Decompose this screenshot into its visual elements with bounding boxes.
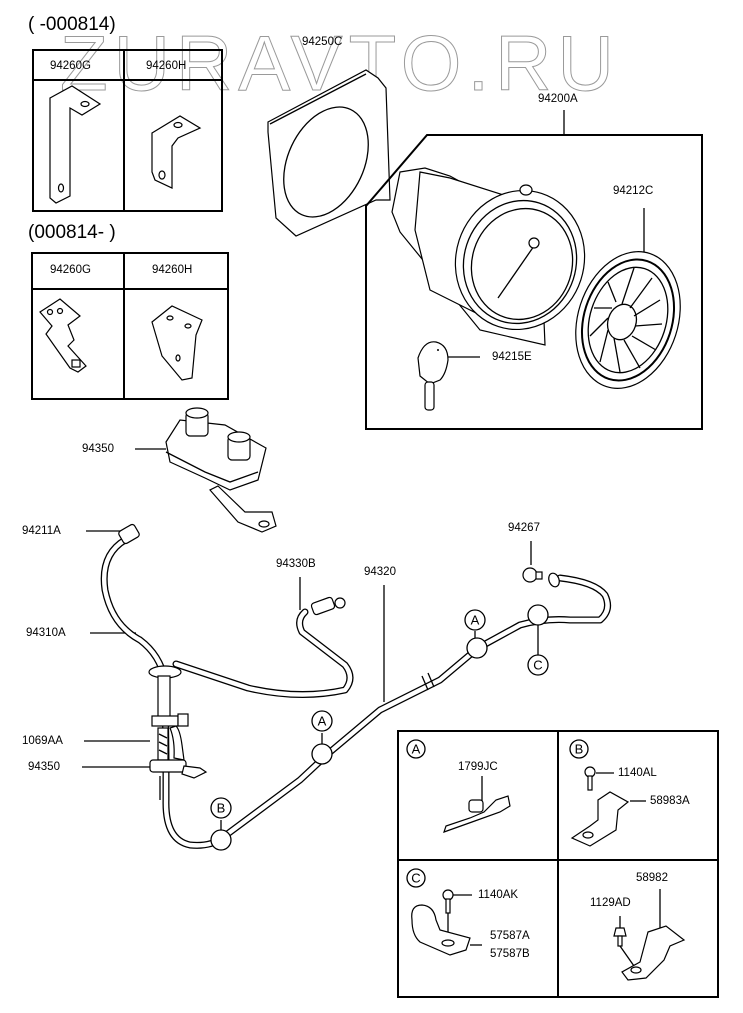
variant-2-table: 94260G 94260H [31, 252, 229, 400]
label-bolt: 1069AA [22, 735, 63, 747]
label-57587a: 57587A [490, 930, 530, 942]
hose-marker-a-right: A [464, 609, 488, 659]
detail-grid: A 1799JC B 1140AL 58983A [397, 730, 719, 998]
bezel-icon [267, 69, 391, 237]
label-cable-lower: 94310A [26, 627, 66, 639]
label-key: 94215E [492, 351, 532, 363]
label-cable-end: 94211A [22, 525, 61, 537]
label-58982: 58982 [636, 872, 668, 884]
speedometer-cable [100, 536, 612, 849]
svg-text:B: B [575, 742, 584, 757]
svg-text:C: C [533, 658, 542, 673]
label-adapter: 94267 [508, 522, 540, 534]
variant-1-part-g: 94260G [50, 60, 91, 72]
variant-2-header: (000814- ) [28, 222, 116, 243]
detail-box-b: B 1140AL 58983A [569, 739, 690, 847]
detail-box-d: 58982 1129AD [590, 872, 686, 981]
bolt-b-icon [584, 766, 596, 791]
gauge-assembly-box [365, 134, 703, 430]
hose-marker-b: B [210, 797, 232, 851]
dial-spokes [589, 267, 663, 373]
adapter-icon [522, 567, 560, 588]
bracket-h-new-icon [151, 305, 203, 381]
cable-tie-icon [443, 795, 511, 833]
p-clamp-icon [411, 904, 471, 956]
label-cable-main: 94320 [364, 566, 396, 578]
variant-1-header: ( -000814) [28, 14, 116, 35]
label-gauge-assembly: 94200A [538, 93, 578, 105]
sensor-unit-icon [165, 407, 277, 533]
gauge-icon [391, 167, 586, 346]
detail-box-a: A 1799JC [406, 739, 511, 833]
variant-1-part-h: 94260H [146, 60, 186, 72]
hose-marker-a-left: A [311, 710, 333, 765]
variant-2-part-g: 94260G [50, 264, 91, 276]
label-sensor-bottom: 94350 [28, 761, 60, 773]
bracket-g-icon [49, 85, 102, 204]
bracket-h-icon [151, 115, 202, 189]
label-1140al: 1140AL [618, 767, 657, 779]
variant-1-table: 94260G 94260H [32, 49, 223, 212]
screw-d-icon [613, 927, 635, 967]
hose-marker-c: C [527, 604, 549, 676]
cable-b-connector-icon [310, 596, 346, 616]
label-1129ad: 1129AD [590, 897, 631, 909]
variant-2-part-h: 94260H [152, 264, 192, 276]
label-57587b: 57587B [490, 948, 530, 960]
label-58983a: 58983A [650, 795, 690, 807]
clip-d-icon [621, 925, 686, 981]
svg-text:B: B [217, 801, 226, 816]
clip-b-icon [570, 791, 630, 847]
detail-box-c: C 1140AK 57587A 57587B [406, 868, 530, 960]
svg-text:A: A [318, 714, 327, 729]
mount-bracket-icon [148, 665, 208, 800]
label-1140ak: 1140AK [478, 889, 518, 901]
label-1799jc: 1799JC [458, 761, 498, 773]
svg-text:C: C [411, 871, 420, 886]
svg-text:A: A [471, 613, 480, 628]
label-sensor-top: 94350 [82, 443, 114, 455]
label-bezel: 94250C [302, 36, 342, 48]
dial-face-icon [575, 251, 681, 389]
cable-nut-icon [118, 523, 140, 545]
key-icon [417, 341, 449, 411]
label-dial: 94212C [613, 185, 653, 197]
svg-text:A: A [412, 742, 421, 757]
bracket-g-new-icon [39, 298, 87, 373]
label-cable-b: 94330B [276, 558, 316, 570]
